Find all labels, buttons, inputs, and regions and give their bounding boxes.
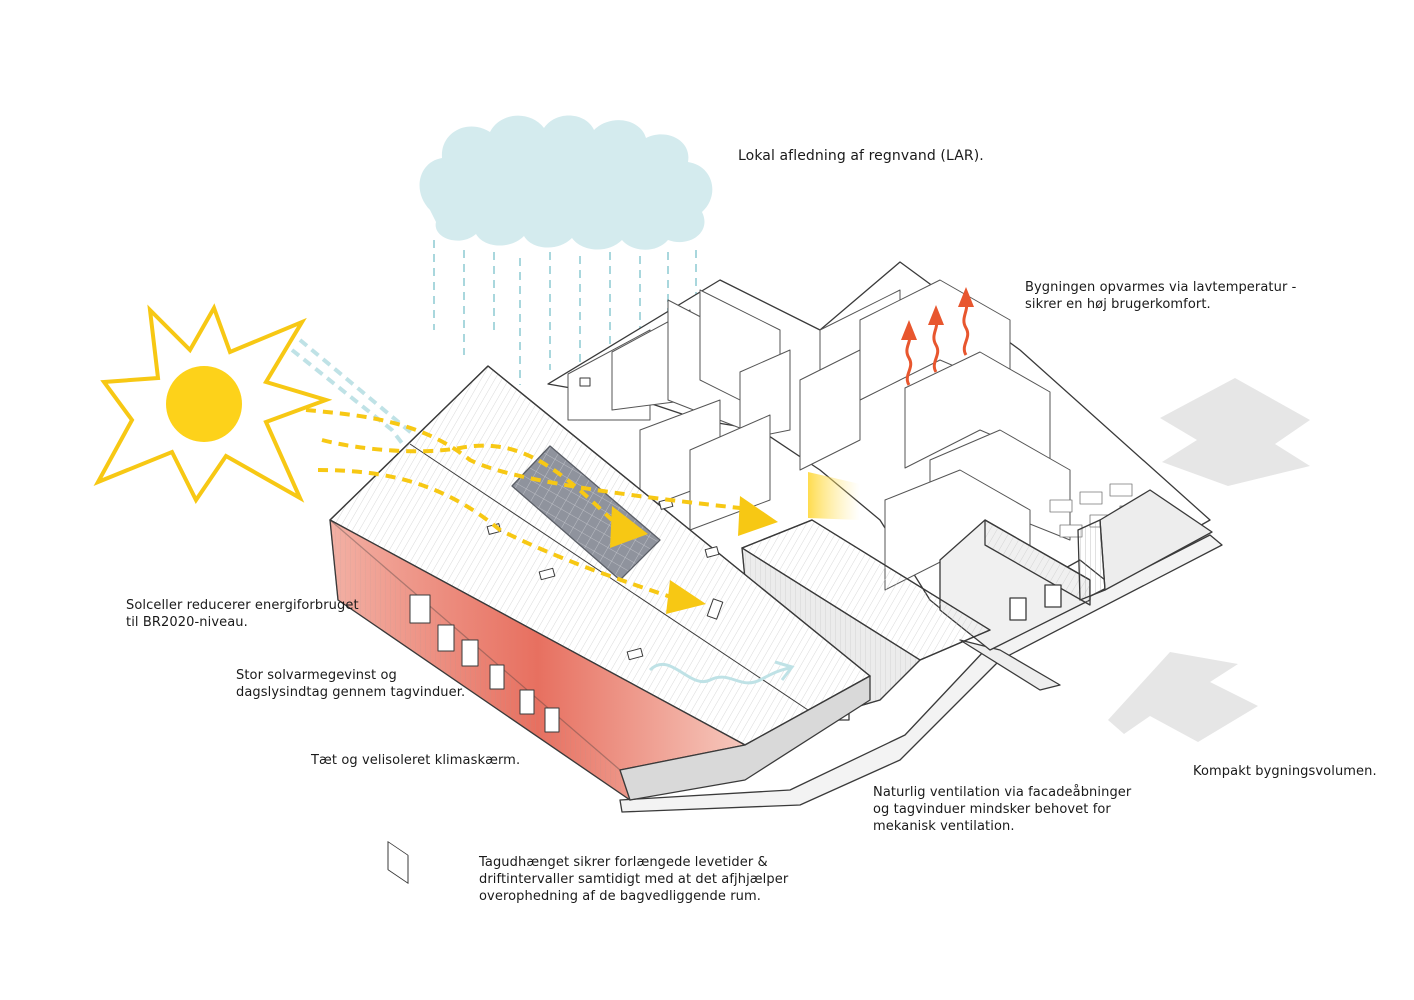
annotation-ventilation: Naturlig ventilation via facadeåbninger … <box>873 784 1131 835</box>
wind-arrow-icon <box>1108 378 1310 742</box>
annotation-line: Naturlig ventilation via facadeåbninger <box>873 785 1132 800</box>
annotation-line: driftintervaller samtidigt med at det af… <box>479 872 789 887</box>
annotation-line: Solceller reducerer energiforbruget <box>126 598 359 613</box>
heat-arrowhead <box>901 287 974 340</box>
annotation-line: Bygningen opvarmes via lavtemperatur - <box>1025 280 1297 295</box>
annotation-roof-overhang: Tagudhænget sikrer forlængede levetider … <box>479 854 788 905</box>
annotation-line: sikrer en høj brugerkomfort. <box>1025 297 1211 312</box>
heat-arrow-icon <box>905 301 970 386</box>
annotation-line: dagslysindtag gennem tagvinduer. <box>236 685 466 700</box>
annotation-solar-cells: Solceller reducerer energiforbruget til … <box>126 597 359 631</box>
annotation-line: Tæt og velisoleret klimaskærm. <box>311 753 521 768</box>
annotation-line: Tagudhænget sikrer forlængede levetider … <box>479 855 768 870</box>
solar-panel-icon <box>511 445 661 581</box>
cloud-icon <box>419 115 713 250</box>
annotation-line: til BR2020-niveau. <box>126 615 248 630</box>
sun-icon <box>93 303 333 504</box>
daylight-ray <box>290 338 721 642</box>
annotation-line: og tagvinduer mindsker behovet for <box>873 802 1111 817</box>
sun-arrowhead <box>610 496 778 614</box>
daylight-glow <box>808 472 860 520</box>
annotation-heating: Bygningen opvarmes via lavtemperatur - s… <box>1025 279 1296 313</box>
annotation-rainwater: Lokal afledning af regnvand (LAR). <box>738 148 984 165</box>
building <box>329 261 1223 884</box>
annotation-envelope: Tæt og velisoleret klimaskærm. <box>311 752 520 769</box>
sun-ray-arrows <box>305 408 741 602</box>
airflow-icon <box>648 660 795 685</box>
annotation-line: Kompakt bygningsvolumen. <box>1193 764 1377 779</box>
annotation-line: mekanisk ventilation. <box>873 819 1015 834</box>
annotation-line: overophedning af de bagvedliggende rum. <box>479 889 761 904</box>
annotation-solar-gain: Stor solvarmegevinst og dagslysindtag ge… <box>236 667 465 701</box>
annotation-line: Stor solvarmegevinst og <box>236 668 397 683</box>
annotation-line: Lokal afledning af regnvand (LAR). <box>738 148 984 164</box>
annotation-compact: Kompakt bygningsvolumen. <box>1193 763 1377 780</box>
